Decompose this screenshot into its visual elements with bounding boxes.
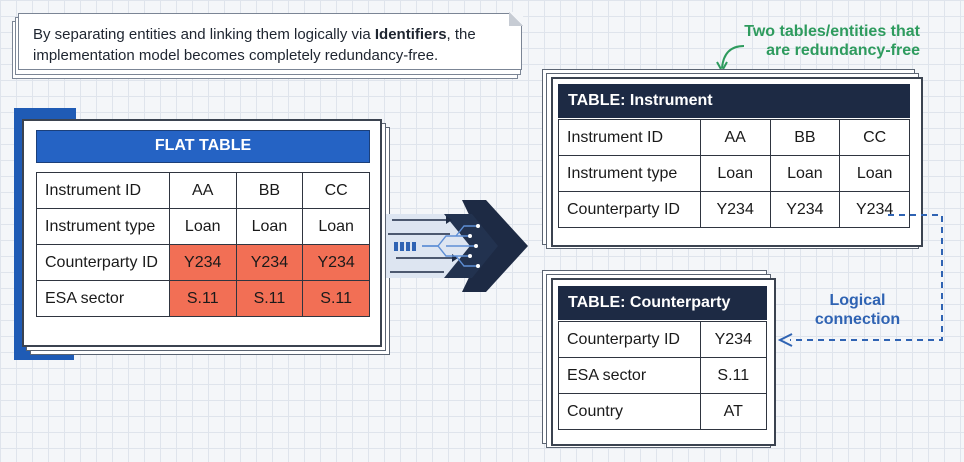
logical-connection-line	[777, 214, 943, 347]
table-cell: Y234	[699, 321, 768, 358]
table-cell: S.11	[699, 357, 768, 394]
table-row: Instrument type Loan Loan Loan	[558, 155, 910, 192]
row-label: Counterparty ID	[558, 191, 701, 228]
caption-highlight: Identifiers	[374, 26, 447, 43]
row-label: Country	[558, 393, 701, 430]
table-cell: Y234	[699, 191, 771, 228]
annotation-line-2: are redundancy-free	[766, 42, 920, 59]
flat-table: Instrument ID AA BB CC Instrument type L…	[36, 172, 370, 317]
table-cell: Loan	[769, 155, 841, 192]
table-cell: BB	[235, 172, 304, 209]
table-cell: Loan	[168, 208, 237, 245]
table-row: Country AT	[558, 393, 768, 430]
logical-label-line-2: connection	[814, 311, 901, 328]
annotation-line-1: Two tables/entities that	[744, 23, 920, 40]
table-cell: BB	[769, 119, 841, 156]
table-cell: AA	[168, 172, 237, 209]
table-row: Instrument type Loan Loan Loan	[36, 208, 370, 245]
table-cell: CC	[839, 119, 910, 156]
row-label: Instrument type	[36, 208, 170, 245]
transform-arrow-icon	[386, 200, 528, 292]
redundant-cell: S.11	[168, 280, 237, 317]
row-label: Instrument type	[558, 155, 701, 192]
table-cell: AT	[699, 393, 768, 430]
table-row: Instrument ID AA BB CC	[36, 172, 370, 209]
table-cell: Loan	[699, 155, 771, 192]
instrument-table: Instrument ID AA BB CC Instrument type L…	[558, 119, 910, 228]
table-cell: CC	[302, 172, 370, 209]
caption-text-before: By separating entities and linking them …	[33, 26, 375, 43]
flat-table-tab-top	[14, 108, 76, 120]
logical-connection-label: Logical connection	[810, 291, 905, 329]
row-label: Counterparty ID	[36, 244, 170, 281]
row-label: ESA sector	[36, 280, 170, 317]
table-row: Instrument ID AA BB CC	[558, 119, 910, 156]
caption-text-after: , the implementation model becomes compl…	[33, 26, 476, 64]
redundant-cell: Y234	[302, 244, 370, 281]
table-cell: Loan	[302, 208, 370, 245]
instrument-table-title: TABLE: Instrument	[558, 84, 910, 118]
table-row: Counterparty ID Y234 Y234 Y234	[558, 191, 910, 228]
redundancy-free-annotation: Two tables/entities that are redundancy-…	[700, 22, 920, 60]
caption-note: By separating entities and linking them …	[18, 12, 523, 70]
row-label: Counterparty ID	[558, 321, 701, 358]
table-cell: Y234	[839, 191, 910, 228]
table-row: Counterparty ID Y234	[558, 321, 768, 358]
counterparty-table: Counterparty ID Y234 ESA sector S.11 Cou…	[558, 321, 768, 430]
redundant-cell: S.11	[302, 280, 370, 317]
row-label: Instrument ID	[36, 172, 170, 209]
table-cell: Loan	[839, 155, 910, 192]
table-row: ESA sector S.11	[558, 357, 768, 394]
row-label: ESA sector	[558, 357, 701, 394]
redundant-cell: Y234	[235, 244, 304, 281]
redundant-cell: Y234	[168, 244, 237, 281]
counterparty-table-title: TABLE: Counterparty	[558, 286, 767, 320]
row-label: Instrument ID	[558, 119, 701, 156]
flat-table-title: FLAT TABLE	[36, 130, 370, 163]
table-row: ESA sector S.11 S.11 S.11	[36, 280, 370, 317]
table-row: Counterparty ID Y234 Y234 Y234	[36, 244, 370, 281]
page-fold-corner	[509, 12, 523, 26]
table-cell: Loan	[235, 208, 304, 245]
logical-label-line-1: Logical	[829, 292, 886, 309]
redundant-cell: S.11	[235, 280, 304, 317]
table-cell: AA	[699, 119, 771, 156]
table-cell: Y234	[769, 191, 841, 228]
